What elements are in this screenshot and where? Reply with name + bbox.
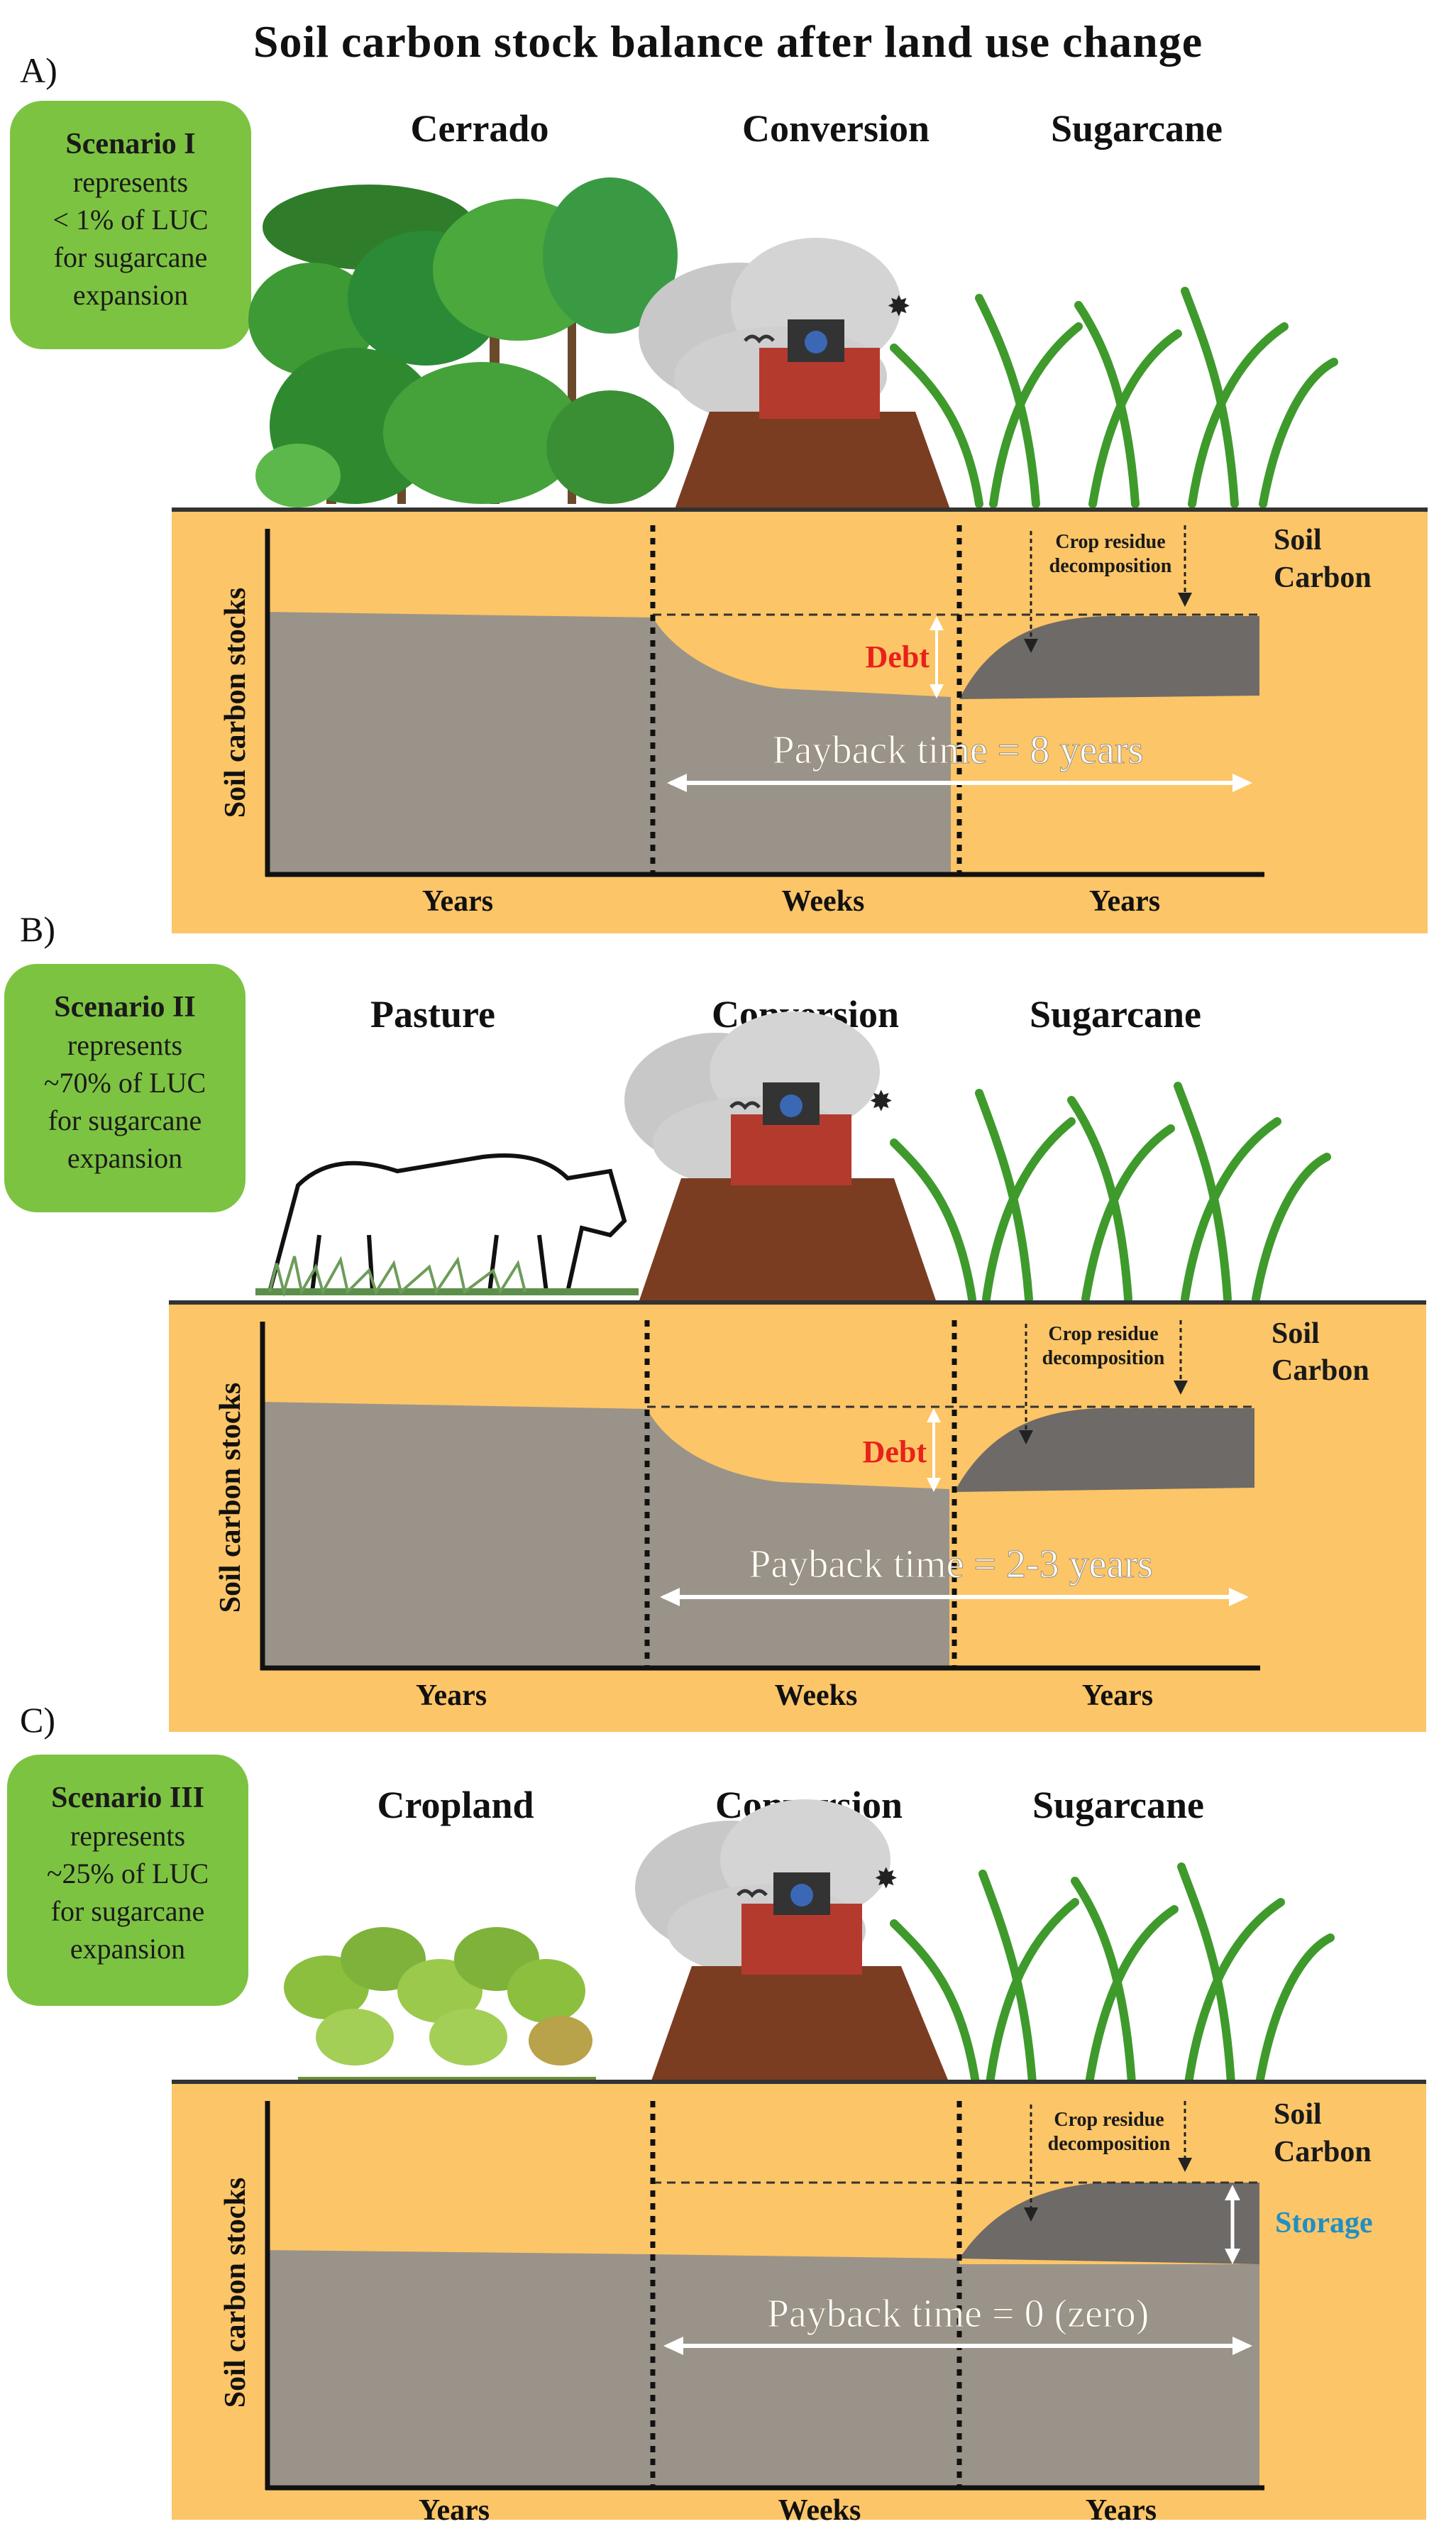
- soybean-crop-icon: [284, 1927, 596, 2083]
- soil-label-line1: Soil: [1272, 1317, 1320, 1350]
- scenario-name: Scenario I: [65, 128, 196, 160]
- x-label-conversion: Weeks: [782, 885, 865, 918]
- panel-c-letter: C): [20, 1700, 55, 1740]
- tractor-icon: [674, 319, 951, 511]
- stage-conversion: Conversion: [741, 107, 930, 150]
- x-label-sugarcane: Years: [1086, 2494, 1157, 2524]
- residue-label-line2: decomposition: [1049, 555, 1172, 577]
- stage-original: Cropland: [377, 1784, 534, 1826]
- balance-label: Debt: [863, 1434, 927, 1469]
- scenario-line: represents: [70, 1820, 186, 1852]
- stage-sugarcane: Sugarcane: [1032, 1784, 1205, 1826]
- scenario-line: represents: [72, 166, 189, 198]
- scenario-line: for sugarcane: [50, 1895, 205, 1927]
- soil-label-line2: Carbon: [1274, 561, 1372, 594]
- residue-carbon-gain: [954, 1408, 1254, 1492]
- y-axis-label: Soil carbon stocks: [214, 1383, 247, 1613]
- tractor-icon: [639, 1082, 937, 1302]
- stage-sugarcane: Sugarcane: [1050, 107, 1223, 150]
- payback-label: Payback time = 8 years: [773, 728, 1144, 772]
- soil-carbon-stock: [266, 612, 951, 874]
- sun-star-icon: ✸: [887, 290, 911, 322]
- balance-label: Debt: [866, 640, 930, 674]
- soil-label-line2: Carbon: [1274, 2136, 1372, 2168]
- payback-label: Payback time = 0 (zero): [767, 2292, 1149, 2336]
- sun-star-icon: ✸: [874, 1862, 898, 1894]
- soil-label-line2: Carbon: [1272, 1354, 1369, 1387]
- residue-label-line1: Crop residue: [1054, 2109, 1164, 2131]
- soil-label-line1: Soil: [1274, 524, 1322, 556]
- panel-a-letter: A): [20, 50, 57, 90]
- sugarcane-icon: [890, 1082, 1331, 1303]
- scenario-line: for sugarcane: [48, 1104, 202, 1136]
- panel-b-diagram: ✸ Debt Crop residue decomposition Soil C…: [169, 1011, 1426, 1732]
- scenario-name: Scenario II: [54, 991, 196, 1024]
- x-label-sugarcane: Years: [1082, 1679, 1153, 1712]
- panel-b-letter: B): [20, 909, 55, 949]
- scenario-line: ~25% of LUC: [46, 1858, 209, 1889]
- bird-icon: [744, 334, 775, 344]
- residue-label-line1: Crop residue: [1048, 1323, 1158, 1345]
- bird-icon: [737, 1889, 768, 1898]
- soil-carbon-stock: [266, 2250, 959, 2488]
- figure-title: Soil carbon stock balance after land use…: [253, 16, 1203, 67]
- scenario-box-b: Scenario II represents ~70% of LUC for s…: [4, 964, 246, 1212]
- panel-a-diagram: ✸ Debt Crop residue decomposition Soil C…: [172, 177, 1428, 933]
- x-label-original: Years: [419, 2494, 490, 2524]
- y-axis-label: Soil carbon stocks: [219, 2178, 252, 2408]
- sugarcane-icon: [890, 287, 1338, 508]
- stage-original: Cerrado: [410, 107, 549, 150]
- scenario-box-a: Scenario I represents < 1% of LUC for su…: [10, 101, 251, 349]
- stage-sugarcane: Sugarcane: [1029, 993, 1202, 1036]
- scenario-line: expansion: [72, 279, 189, 311]
- scenario-line: expansion: [67, 1142, 183, 1174]
- scenario-line: ~70% of LUC: [43, 1067, 206, 1099]
- x-label-conversion: Weeks: [775, 1679, 858, 1712]
- scenario-line: < 1% of LUC: [53, 204, 209, 236]
- residue-label-line2: decomposition: [1042, 1347, 1165, 1369]
- scenario-box-c: Scenario III represents ~25% of LUC for …: [7, 1755, 248, 2006]
- forest-trees-icon: [248, 177, 678, 507]
- payback-label: Payback time = 2-3 years: [749, 1542, 1153, 1586]
- sugarcane-icon: [890, 1862, 1335, 2087]
- cattle-pasture-icon: [255, 1153, 639, 1297]
- sun-star-icon: ✸: [869, 1085, 893, 1117]
- residue-carbon-gain: [959, 2183, 1259, 2264]
- scenario-line: represents: [67, 1029, 183, 1061]
- panel-c-diagram: ✸ Storage Crop residue decomposition Soi…: [172, 1799, 1426, 2524]
- bird-icon: [729, 1101, 761, 1110]
- scenario-line: for sugarcane: [53, 241, 208, 273]
- stage-original: Pasture: [370, 993, 495, 1036]
- scenario-name: Scenario III: [51, 1782, 204, 1814]
- y-axis-label: Soil carbon stocks: [219, 588, 252, 818]
- residue-label-line2: decomposition: [1048, 2133, 1171, 2155]
- x-label-conversion: Weeks: [778, 2494, 861, 2524]
- soil-carbon-stock: [261, 1402, 949, 1668]
- soil-label-line1: Soil: [1274, 2098, 1322, 2131]
- residue-label-line1: Crop residue: [1055, 531, 1165, 553]
- x-label-original: Years: [422, 885, 493, 918]
- balance-label: Storage: [1275, 2207, 1373, 2239]
- x-label-sugarcane: Years: [1089, 885, 1160, 918]
- tractor-icon: [649, 1872, 951, 2087]
- scenario-line: expansion: [70, 1933, 186, 1965]
- x-label-original: Years: [416, 1679, 487, 1712]
- residue-carbon-gain: [959, 616, 1259, 699]
